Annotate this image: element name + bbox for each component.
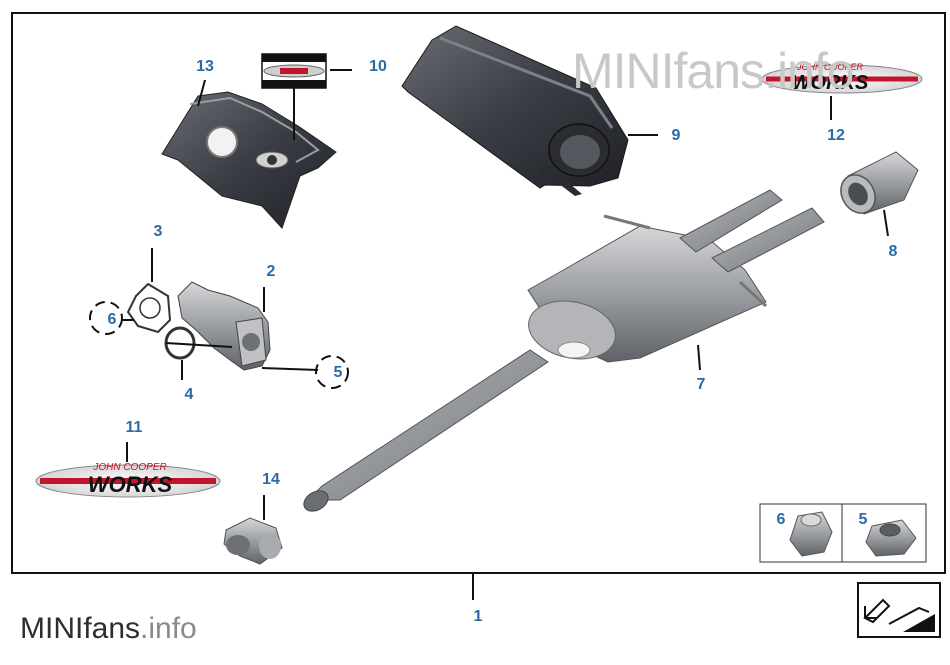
callout-5: 5 <box>334 364 343 381</box>
inset-callout-5: 5 <box>859 511 868 528</box>
inset-callout-6: 6 <box>777 511 786 528</box>
jcw-badge-right: JOHN COOPER WORKS <box>761 62 923 94</box>
callout-labels: 13 10 9 12 8 3 2 6 5 4 7 11 14 1 <box>108 58 898 625</box>
watermark-top: MINIfans.info <box>572 43 855 99</box>
badge-right-top-text: JOHN COOPER <box>796 62 864 72</box>
inset-nut-5: 5 <box>841 503 927 563</box>
callout-9: 9 <box>672 127 681 144</box>
callout-1: 1 <box>474 608 483 625</box>
airbox-cover-part <box>401 25 629 196</box>
watermark-bottom-suffix: .info <box>140 612 197 645</box>
callout-2: 2 <box>267 263 276 280</box>
navigation-arrow-button[interactable] <box>857 582 941 638</box>
watermark-bottom: MINIfans.info <box>20 612 197 646</box>
callout-6: 6 <box>108 311 117 328</box>
exhaust-manifold-part <box>177 281 271 371</box>
callout-7: 7 <box>697 376 706 393</box>
jcw-badge-left: JOHN COOPER WORKS <box>35 462 221 498</box>
engine-cover-plate-part <box>161 91 337 229</box>
leader-lines <box>89 69 889 600</box>
badge-left-top-text: JOHN COOPER <box>92 462 166 473</box>
callout-13: 13 <box>196 58 214 75</box>
exhaust-system-part <box>303 189 825 512</box>
callout-12: 12 <box>827 127 845 144</box>
callout-10: 10 <box>369 58 387 75</box>
callout-4: 4 <box>185 386 194 403</box>
badge-right-bottom-text: WORKS <box>792 72 869 94</box>
jcw-emblem-small-part <box>261 53 327 89</box>
tailpipe-tip-part <box>840 151 919 215</box>
gasket-part <box>126 282 172 334</box>
callout-14: 14 <box>262 471 280 488</box>
hanger-bracket-part <box>223 517 283 565</box>
callout-8: 8 <box>889 243 898 260</box>
diagonal-arrow-icon <box>863 598 935 632</box>
badge-left-bottom-text: WORKS <box>88 472 173 497</box>
watermark-bottom-main: MINIfans <box>20 612 141 645</box>
callout-3: 3 <box>154 223 163 240</box>
diagram-frame <box>11 12 946 574</box>
mini-wings-logo <box>255 151 289 169</box>
callout-11: 11 <box>126 419 143 436</box>
inset-nut-6: 6 <box>759 503 843 563</box>
